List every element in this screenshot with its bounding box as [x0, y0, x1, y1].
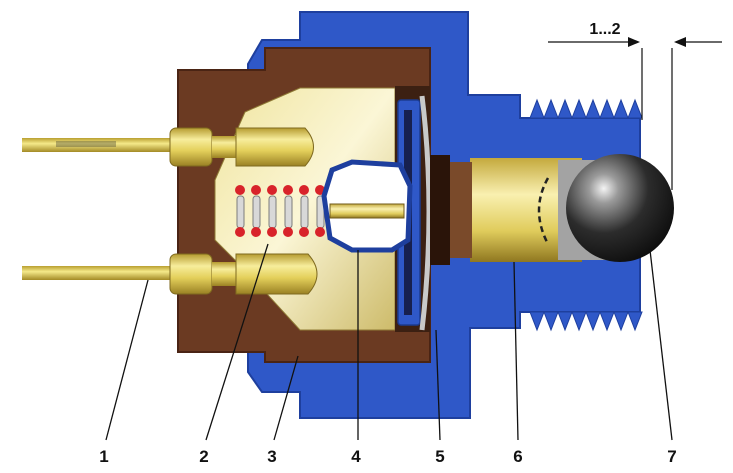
- spring-coil-end: [251, 227, 261, 237]
- thread-tooth: [557, 311, 573, 332]
- leader-line-3: [273, 355, 299, 441]
- terminal-pins: [22, 127, 318, 295]
- thread-tooth: [543, 98, 559, 119]
- thread-tooth: [613, 311, 629, 332]
- callout-6: 6: [513, 447, 522, 466]
- thread-tooth: [571, 311, 587, 332]
- spring-coil: [268, 195, 277, 229]
- spring-coil-end: [235, 227, 245, 237]
- spring-coil-end: [283, 185, 293, 195]
- gap-dimension: 1...2: [548, 21, 722, 190]
- leader-line-2: [205, 243, 269, 441]
- thread-tooth: [627, 98, 643, 119]
- callout-7: 7: [667, 447, 676, 466]
- spring-coil-end: [299, 227, 309, 237]
- callout-1: 1: [99, 447, 108, 466]
- spring-coil-end: [283, 227, 293, 237]
- spring-coil-end: [267, 227, 277, 237]
- thread-tooth: [599, 311, 615, 332]
- thread-top: [529, 98, 643, 119]
- spring-coil: [284, 195, 293, 229]
- thread-bottom: [529, 311, 643, 332]
- thread-tooth: [529, 98, 545, 119]
- thread-tooth: [599, 98, 615, 119]
- spring-coil: [300, 195, 309, 229]
- lower-terminal-pin: [22, 266, 194, 280]
- leader-line-1: [105, 279, 149, 441]
- upper-terminal-pin: [22, 138, 194, 152]
- callout-2: 2: [199, 447, 208, 466]
- callout-5: 5: [435, 447, 444, 466]
- steel-ball: [566, 154, 674, 262]
- spring-coil-end: [299, 185, 309, 195]
- thread-tooth: [585, 98, 601, 119]
- thread-tooth: [529, 311, 545, 332]
- callout-labels: 1 2 3 4 5 6 7: [99, 447, 676, 466]
- callout-4: 4: [351, 447, 361, 466]
- callout-3: 3: [267, 447, 276, 466]
- leader-line-6: [513, 261, 519, 441]
- spring-coil: [252, 195, 261, 229]
- spring-coil: [236, 195, 245, 229]
- spring-coil-end: [235, 185, 245, 195]
- spring-coil-end: [251, 185, 261, 195]
- leader-line-7: [649, 249, 673, 441]
- leader-line-5: [435, 329, 441, 441]
- thread-tooth: [571, 98, 587, 119]
- thread-tooth: [557, 98, 573, 119]
- thread-tooth: [613, 98, 629, 119]
- gap-dimension-label: 1...2: [589, 21, 620, 38]
- thread-tooth: [627, 311, 643, 332]
- spring-coil-end: [315, 227, 325, 237]
- moving-contact: [321, 159, 413, 253]
- thread-tooth: [543, 311, 559, 332]
- thread-tooth: [585, 311, 601, 332]
- spring-coil-end: [267, 185, 277, 195]
- leader-lines: [105, 243, 673, 441]
